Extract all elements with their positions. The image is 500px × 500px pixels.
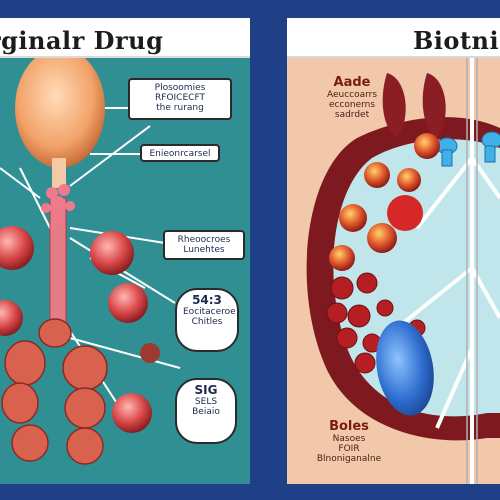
bubble-line: Chitles [191, 317, 223, 327]
bubble-value: SIG [194, 383, 218, 397]
label-mid: Rheoocroes Lunehtes [163, 230, 245, 260]
biotnio-panel: Biotnio Aade Aeuccoarrs ecconerns sadrde… [287, 18, 500, 484]
label-line: RFOICECFT [155, 93, 205, 103]
label-line: Plosoomies [154, 83, 206, 93]
text-line: Nasoes [332, 434, 366, 444]
label-top-right: Plosoomies RFOICECFT the rurang [128, 78, 232, 120]
cell-spheres [0, 226, 160, 433]
right-title-bar: Biotnio [287, 18, 500, 58]
label-line: the rurang [156, 103, 204, 113]
right-top-text: Aade Aeuccoarrs ecconerns sadrdet [307, 75, 397, 121]
left-title: rginalr Drug [0, 26, 164, 55]
right-bottom-text: Boles Nasoes FOIR Blnoniganalne [299, 419, 399, 465]
gland-shape [15, 48, 105, 168]
text-line: ecconerns [328, 100, 376, 110]
gland-stalk [52, 158, 66, 188]
text-line: sadrdet [334, 110, 370, 120]
blue-nodes [436, 131, 500, 167]
bubble-2: SIG SELS Beiaio [175, 378, 237, 444]
label-small: Enieonrcarsel [140, 144, 220, 162]
organ-lobe [422, 73, 446, 138]
original-drug-panel: rginalr Drug Plosoomies RFOICECFT the ru… [0, 18, 250, 484]
cell-spheres [329, 133, 440, 271]
text-line: Blnoniganalne [316, 454, 382, 464]
bubble-1: 54:3 Eocitaceroe Chitles [175, 288, 239, 352]
bubble-line: SELS [194, 397, 218, 407]
blue-mass [376, 320, 434, 416]
label-line: Lunehtes [183, 245, 225, 255]
label-line: Enieonrcarsel [149, 149, 211, 159]
text-heading: Aade [333, 75, 371, 90]
text-line: Aeuccoarrs [326, 90, 378, 100]
text-line: FOIR [338, 444, 360, 454]
organ-lobe [382, 73, 406, 138]
text-heading: Boles [329, 419, 369, 434]
bubble-value: 54:3 [192, 293, 222, 307]
vessel-outline [466, 58, 478, 484]
vessel-cluster [41, 184, 75, 224]
bubble-line: Beiaio [192, 407, 220, 417]
label-line: Rheoocroes [177, 235, 231, 245]
left-illustration [0, 48, 181, 465]
left-title-bar: rginalr Drug [0, 18, 250, 58]
right-illustration [306, 58, 500, 484]
bubble-line: Eocitaceroe [183, 307, 236, 317]
intestine-masses [1, 318, 108, 465]
right-title: Biotnio [413, 26, 500, 55]
